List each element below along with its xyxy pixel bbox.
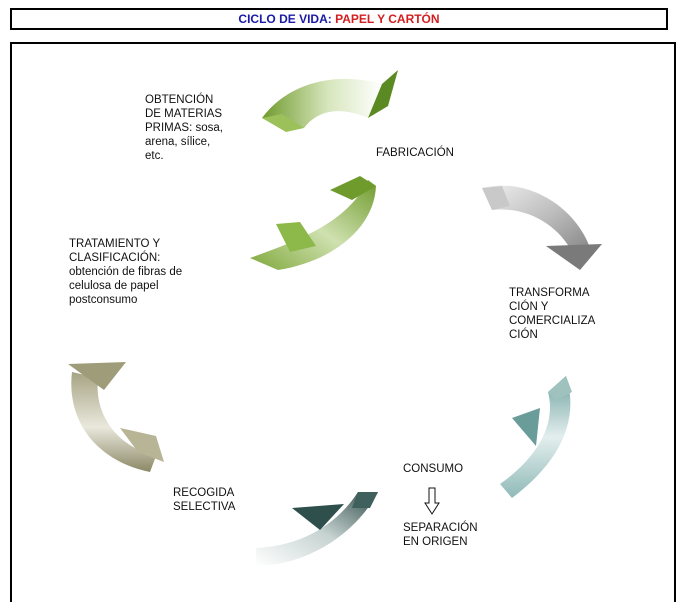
label-separacion: SEPARACIÓN EN ORIGEN (403, 522, 478, 548)
arrow-consumo (500, 376, 572, 498)
down-arrow-icon (424, 487, 440, 515)
label-consumo: CONSUMO (403, 463, 464, 475)
title-material: PAPEL Y CARTÓN (335, 12, 440, 26)
label-obtencion: OBTENCIÓN DE MATERIAS PRIMAS: sosa, aren… (145, 94, 223, 162)
label-fabricacion: FABRICACIÓN (376, 147, 454, 159)
arrow-obtencion (250, 176, 376, 270)
label-transformacion: TRANSFORMA CIÓN Y COMERCIALIZA CIÓN (509, 287, 596, 341)
arrow-fabricacion (262, 70, 398, 132)
label-tratamiento: TRATAMIENTO Y CLASIFICACIÓN: obtención d… (69, 238, 183, 306)
diagram-title: CICLO DE VIDA: PAPEL Y CARTÓN (10, 8, 668, 30)
arrow-transformacion (482, 185, 602, 270)
arrow-recogida (256, 492, 378, 566)
label-recogida: RECOGIDA SELECTIVA (173, 487, 236, 513)
cycle-frame (10, 42, 676, 602)
arrow-tratamiento (68, 362, 164, 472)
title-prefix: CICLO DE VIDA: (238, 12, 336, 26)
